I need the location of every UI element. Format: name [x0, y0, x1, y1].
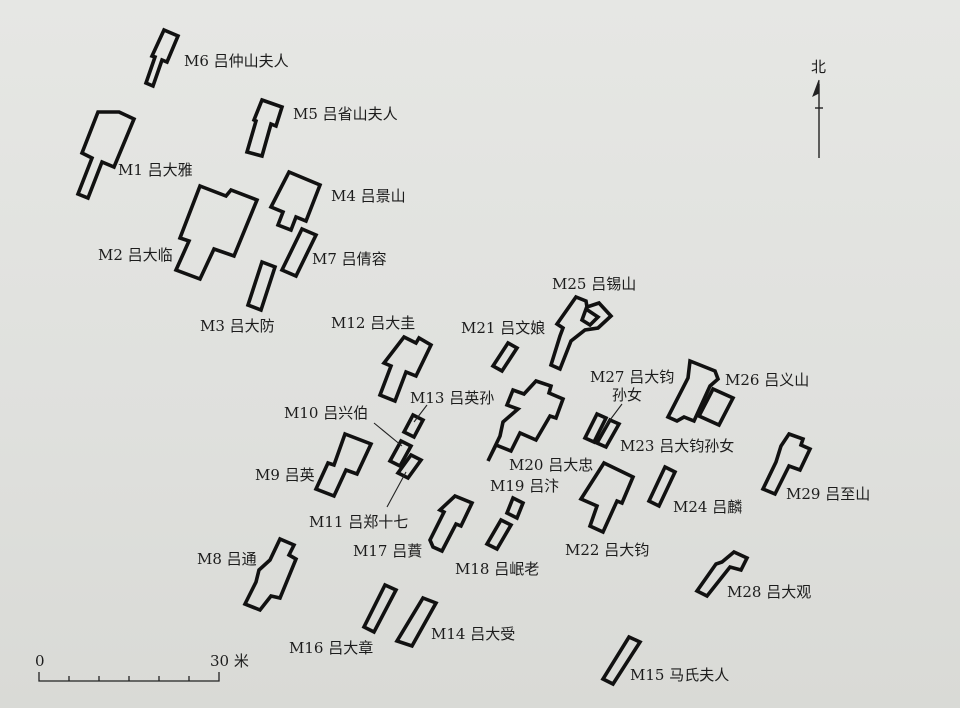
label-m26: M26 吕义山	[725, 371, 809, 389]
tomb-outline-m27b	[594, 417, 622, 450]
label-m25: M25 吕锡山	[552, 275, 636, 293]
label-m27: M27 吕大钧	[590, 368, 674, 386]
label-m3: M3 吕大防	[200, 317, 275, 335]
tomb-outline-m5	[244, 97, 285, 159]
label-m17: M17 吕蕡	[353, 542, 422, 560]
tomb-outline-m16	[361, 582, 399, 635]
label-m1: M1 吕大雅	[118, 161, 193, 179]
tomb-outline-m14	[394, 595, 439, 649]
label-m13: M13 吕英孙	[410, 389, 494, 407]
label-m23: M23 吕大钧孙女	[620, 437, 734, 455]
tomb-outline-m18	[484, 517, 514, 552]
tomb-outline-m20	[486, 378, 566, 462]
tomb-outline-m6	[143, 27, 181, 89]
tomb-outline-m1	[75, 110, 137, 201]
label-m29: M29 吕至山	[786, 485, 870, 503]
label-m9: M9 吕英	[255, 466, 315, 484]
label-m22: M22 吕大钧	[565, 541, 649, 559]
scale-start-label: 0	[35, 652, 45, 670]
tomb-outline-m25-inner	[579, 306, 601, 328]
tomb-outline-m4	[268, 169, 323, 233]
label-m8: M8 吕通	[197, 550, 257, 568]
label-m20: M20 吕大忠	[509, 456, 593, 474]
tomb-outline-m21	[490, 340, 520, 374]
tomb-outline-m15	[600, 634, 643, 687]
tomb-outline-m8	[242, 536, 299, 613]
tomb-outline-m2	[173, 183, 260, 282]
label-m18: M18 吕岷老	[455, 560, 539, 578]
scale-end-label: 30 米	[210, 652, 249, 670]
tomb-outline-m19	[504, 495, 526, 521]
tomb-outline-m22	[578, 460, 636, 535]
label-m21: M21 吕文娘	[461, 319, 545, 337]
tomb-outline-m12	[377, 334, 434, 404]
tomb-outline-m9	[313, 431, 374, 499]
label-m15: M15 马氏夫人	[630, 666, 729, 684]
tomb-outline-m3	[245, 259, 278, 313]
label-m16: M16 吕大章	[289, 639, 373, 657]
label-m24: M24 吕麟	[673, 498, 742, 516]
label-m12: M12 吕大圭	[331, 314, 415, 332]
tomb-outline-m27a	[582, 411, 609, 445]
label-m27-line2: 孙女	[612, 386, 642, 404]
tomb-outline-m7	[279, 226, 319, 279]
label-m5: M5 吕省山夫人	[293, 105, 398, 123]
tomb-outline-m11	[387, 438, 414, 469]
tomb-outline-m24	[646, 464, 678, 509]
label-m6: M6 吕仲山夫人	[184, 52, 289, 70]
tomb-outline-m10	[401, 412, 426, 440]
label-m7: M7 吕倩容	[312, 250, 387, 268]
label-m28: M28 吕大观	[727, 583, 811, 601]
north-label: 北	[811, 58, 826, 76]
north-arrow-head	[812, 79, 820, 98]
label-m19: M19 吕汴	[490, 477, 559, 495]
tomb-outline-m29	[760, 431, 813, 497]
label-m11: M11 吕郑十七	[309, 513, 408, 531]
leader-m10	[373, 422, 403, 447]
leader-m11	[386, 471, 407, 508]
label-m14: M14 吕大受	[431, 625, 515, 643]
tomb-outline-m11b	[395, 452, 424, 481]
tomb-outline-m25	[548, 294, 614, 372]
label-m10: M10 吕兴伯	[284, 404, 368, 422]
scale-bar: 0 30 米	[35, 652, 249, 682]
tomb-outline-m28	[694, 549, 750, 599]
label-m2: M2 吕大临	[98, 246, 173, 264]
tomb-outline-m26	[665, 358, 721, 424]
leader-m13	[413, 404, 428, 423]
leader-m27	[603, 403, 623, 429]
tomb-outline-m26-box	[696, 386, 736, 428]
tomb-outline-m17	[428, 493, 475, 554]
label-m4: M4 吕景山	[331, 187, 406, 205]
north-arrow: 北	[811, 58, 826, 158]
